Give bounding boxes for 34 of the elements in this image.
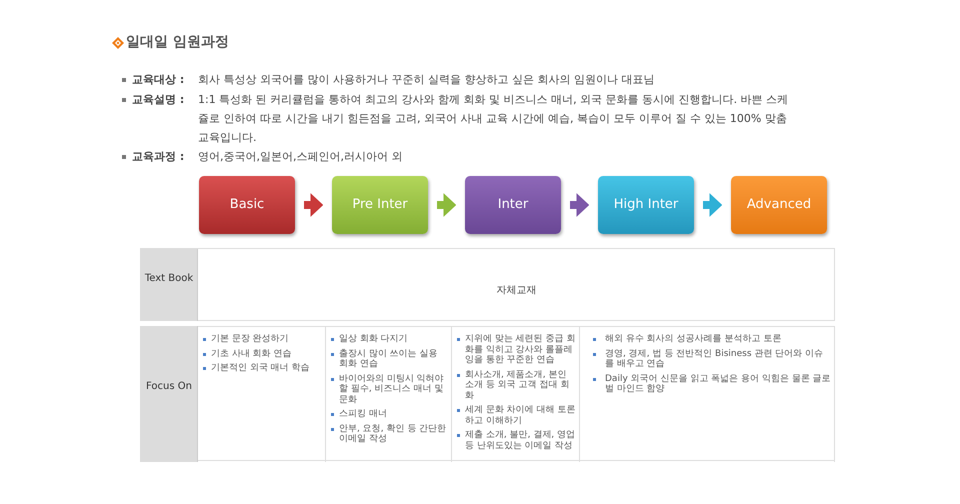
page-title: 일대일 임원과정 — [126, 33, 229, 52]
field-label: 교육대상 : — [132, 72, 186, 88]
level-box: Basic — [199, 176, 295, 234]
field-text: 1:1 특성화 된 커리큘럼을 통하여 최고의 강사와 함께 회화 및 비즈니스 매너, 외국 문화를 동시에 진행합니다. 바쁜 스케쥴로 인하여 따로 시간을 내기 힘든점을 고려, 외국어 사내 교육 시간에 예습, 복습이 모두 이루어 질 수 있는 100% 맞춤 교육입니다. — [198, 92, 790, 146]
list-item: 지위에 맞는 세련된 중급 회화를 익히고 강사와 롤플레잉을 통한 꾸준한 연습 — [465, 334, 576, 366]
arrow — [570, 193, 590, 217]
list-item: 바이어와의 미팅시 익혀야 할 필수, 비즈니스 매너 및 문화 — [339, 374, 445, 405]
list-item: 경영, 경제, 법 등 전반적인 Bisiness 관련 단어와 이슈를 배우고 연습 — [605, 348, 824, 370]
row-header: Focus On — [145, 381, 193, 393]
list-item: 기본 문장 완성하기 — [211, 334, 289, 344]
list-item: 기본적인 외국 매너 학습 — [211, 363, 310, 374]
list-item: 세계 문화 차이에 대해 토론하고 이해하기 — [465, 405, 576, 426]
list-item: 스피킹 매너 — [339, 409, 387, 420]
list-item: 출장시 많이 쓰이는 실용 회화 연습 — [339, 348, 439, 370]
arrow — [304, 193, 324, 217]
list-item: 일상 회화 다지기 — [339, 334, 408, 344]
field-text: 영어,중국어,일본어,스페인어,러시아어 외 — [198, 149, 404, 165]
list-item: 제출 소개, 불만, 결제, 영업 등 난위도있는 이메일 작성 — [465, 430, 576, 451]
level-box: High Inter — [598, 176, 694, 234]
list-item: 안부, 요청, 확인 등 간단한 이메일 작성 — [339, 424, 448, 444]
arrow — [703, 193, 722, 217]
list-item: Daily 외국어 신문을 읽고 폭넓은 용어 익힘은 물론 글로벌 마인드 함양 — [605, 374, 831, 394]
arrow — [437, 193, 456, 217]
field-label: 교육과정 : — [132, 149, 186, 165]
cell-text: 자체교재 — [496, 284, 538, 298]
list-item: 회사소개, 제품소개, 본인 소개 등 외국 고객 접대 회화 — [465, 370, 570, 401]
list-item: 해외 유수 회사의 성공사례를 분석하고 토론 — [605, 334, 782, 344]
field-label: 교육설명 : — [132, 92, 186, 108]
level-box: Advanced — [731, 176, 827, 234]
field-text: 회사 특성상 외국어를 많이 사용하거나 꾸준히 실력을 향상하고 싶은 회사의 임원이나 대표님 — [198, 72, 656, 88]
row-header: Text Book — [144, 273, 194, 285]
level-box: Inter — [465, 176, 561, 234]
level-box: Pre Inter — [332, 176, 428, 234]
list-item: 기초 사내 회화 연습 — [211, 348, 292, 359]
